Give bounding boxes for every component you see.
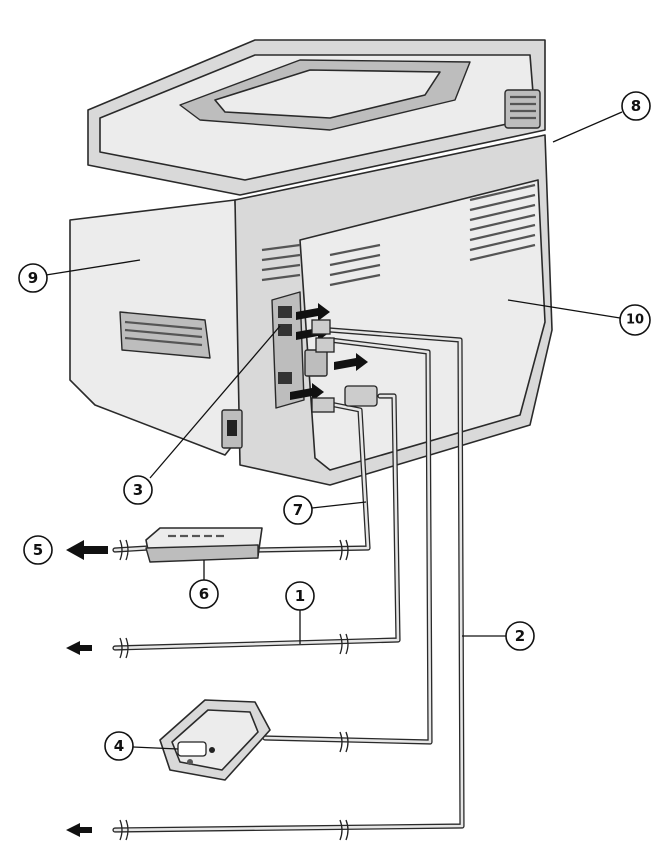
cable-5-icon: [112, 545, 151, 553]
svg-text:5: 5: [33, 541, 43, 559]
leader-9: [45, 259, 141, 276]
svg-text:6: 6: [199, 585, 209, 603]
callout-3: 3: [123, 475, 153, 505]
callout-7: 7: [283, 495, 313, 525]
direction-arrow-2-icon: [66, 823, 92, 837]
callout-8: 8: [621, 91, 651, 121]
callout-5: 5: [23, 535, 53, 565]
svg-text:10: 10: [626, 313, 644, 328]
cable-1-icon: [112, 393, 401, 651]
printer-icon: [69, 39, 553, 486]
direction-arrow-5-icon: [66, 540, 108, 560]
direction-arrow-1-icon: [66, 641, 92, 655]
callout-1: 1: [285, 581, 315, 611]
callout-10: 10: [619, 304, 651, 336]
svg-text:3: 3: [133, 481, 143, 499]
leader-8: [552, 111, 623, 143]
callout-4: 4: [104, 731, 134, 761]
leader-10: [507, 299, 621, 319]
callout-2: 2: [505, 621, 535, 651]
cable-2-icon: [112, 327, 465, 833]
callout-9: 9: [18, 263, 48, 293]
cable-7-icon: [255, 399, 371, 553]
svg-text:4: 4: [114, 737, 124, 755]
cable-break-icon: [119, 539, 349, 841]
callout-6: 6: [189, 579, 219, 609]
leader-7: [311, 501, 367, 509]
svg-text:1: 1: [295, 587, 305, 605]
leader-4: [132, 746, 179, 750]
svg-text:2: 2: [515, 627, 525, 645]
svg-text:8: 8: [631, 97, 641, 115]
phone-handset-icon: [159, 699, 271, 781]
svg-text:9: 9: [28, 269, 38, 287]
router-icon: [145, 527, 263, 563]
leader-3: [149, 325, 281, 479]
svg-text:7: 7: [293, 501, 303, 519]
